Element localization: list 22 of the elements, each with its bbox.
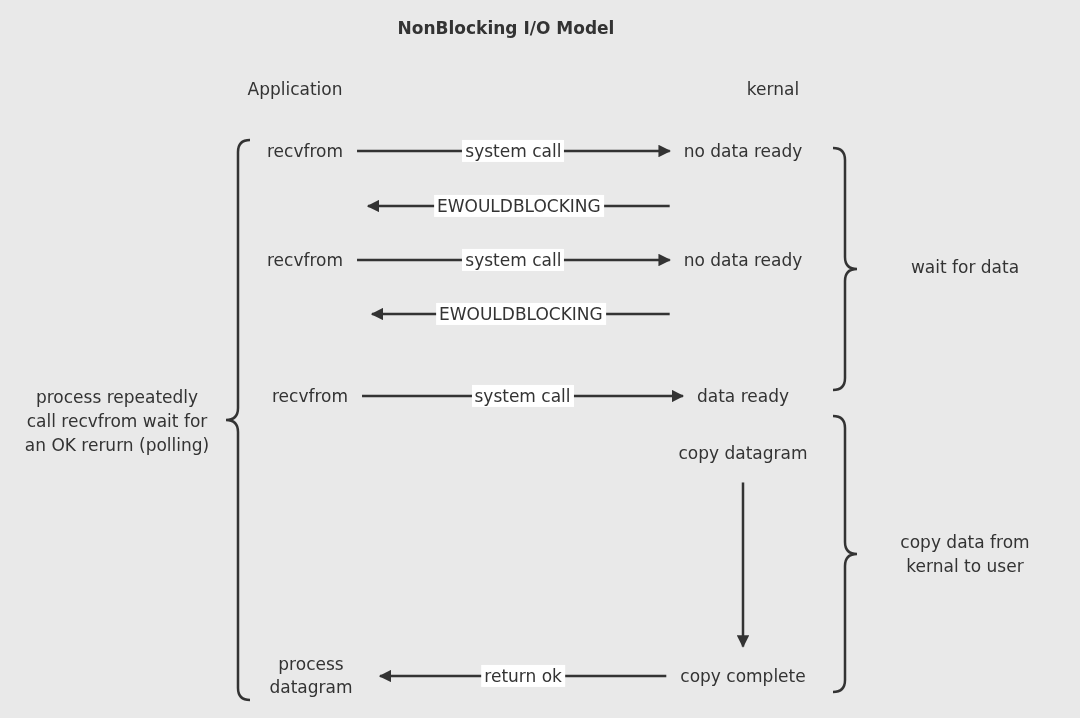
brace-label: copy data from kernal to user	[899, 531, 1031, 578]
node-text: copy complete	[680, 665, 806, 686]
diagram-title: NonBlocking I/O Model	[397, 17, 615, 41]
node-text: recvfrom	[267, 140, 343, 161]
node-text: no data ready	[683, 249, 803, 270]
edge-label: EWOULDBLOCKING	[433, 194, 604, 218]
node-text: data ready	[697, 385, 789, 406]
edge-label: EWOULDBLOCKING	[435, 302, 606, 326]
arrow	[736, 482, 750, 648]
edge-label: system call	[462, 139, 565, 163]
node-text: copy datagram	[678, 442, 808, 463]
node-text: recvfrom	[272, 385, 348, 406]
edge-label: system call	[471, 384, 574, 408]
edge-label: return ok	[481, 664, 565, 688]
column-heading: Application	[247, 78, 343, 102]
node-text: no data ready	[683, 140, 803, 161]
brace-label: process repeatedly call recvfrom wait for an OK rerurn (polling)	[23, 386, 211, 457]
column-heading: kernal	[746, 78, 800, 102]
edge-label: system call	[462, 248, 565, 272]
brace-label: wait for data	[910, 256, 1020, 280]
node-text: recvfrom	[267, 249, 343, 270]
node-text: process datagram	[269, 654, 353, 697]
